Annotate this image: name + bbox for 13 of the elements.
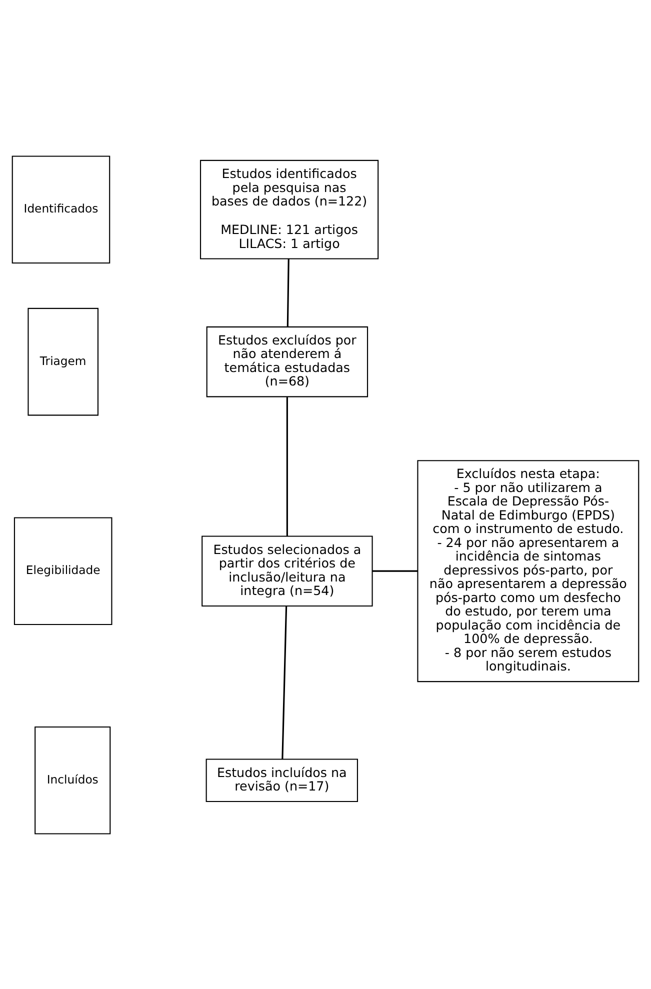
node-box: Estudos incluídos na revisão (n=17) [206,758,358,802]
node-box: Excluídos nesta etapa: - 5 por não utilizarem a Escala de Depressão Pós-Natal de Edimburgo (EPDS) com o instrumento de estudo. - 24 por não apresentarem a incidência de sintomas depressivos pós-parto, por não apresentarem a depressão pós-parto como um desfecho do estudo, por terem uma população com incidência de 100% de depressão. - 8 por não serem estudos longitudinais. [417,460,640,682]
node-box: Triagem [28,307,98,416]
node-box: Incluídos [34,726,111,834]
node-box: Estudos selecionados a partir dos critérios de inclusão/leitura na integra (n=54) [202,535,373,606]
connector [286,258,290,326]
connector [372,570,418,572]
node-box: Estudos identificados pela pesquisa nas bases de dados (n=122) MEDLINE: 121 artigos LILACS: 1 artigo [200,159,379,259]
node-box: Estudos excluídos por não atenderem á temática estudadas (n=68) [206,326,368,397]
connector [282,606,288,759]
node-box: Identificados [12,155,110,264]
node-box: Elegibilidade [14,516,112,625]
connector [286,396,288,536]
